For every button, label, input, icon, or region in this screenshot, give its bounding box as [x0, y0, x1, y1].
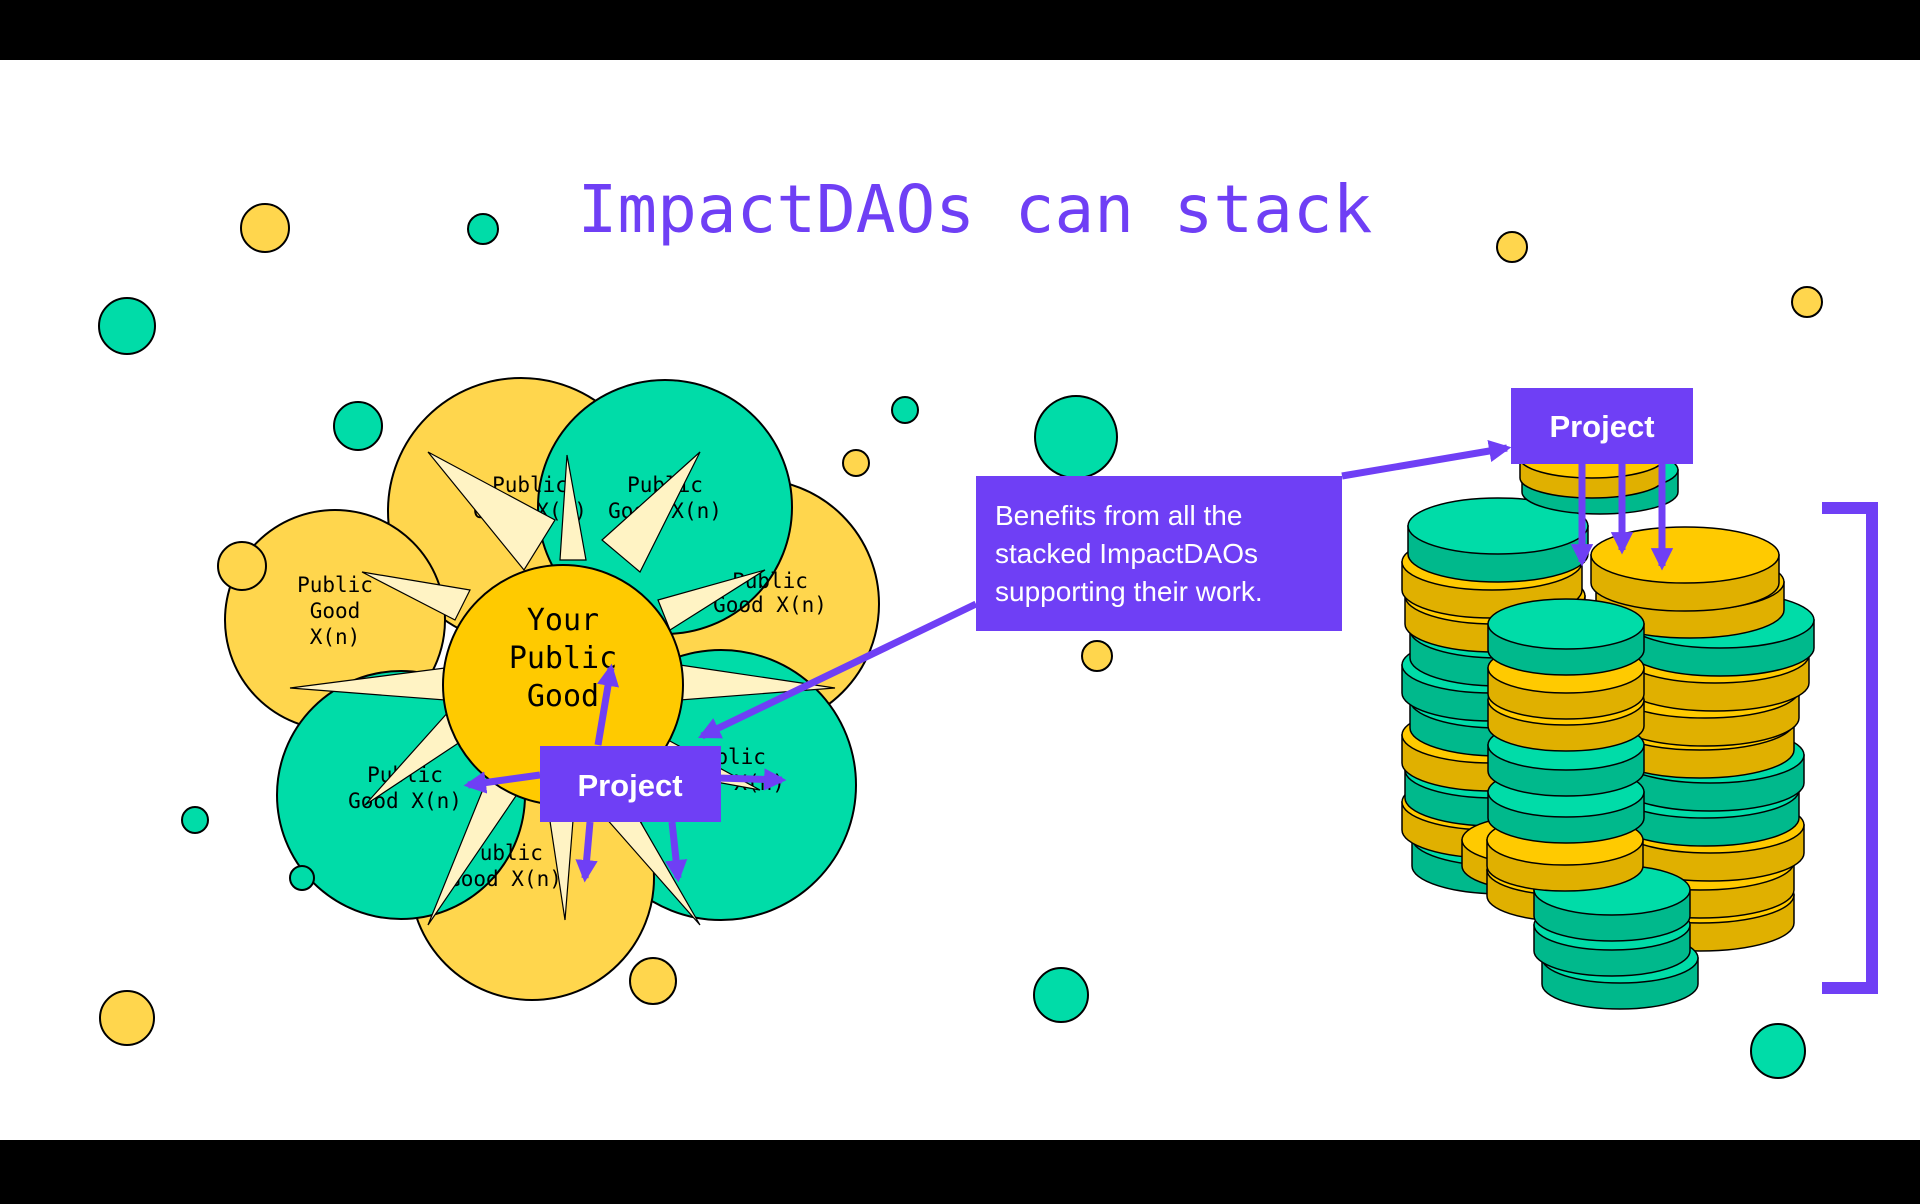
- flower-project-box: [540, 746, 721, 822]
- coin: [1407, 497, 1589, 583]
- decor-dot: [333, 401, 383, 451]
- top-letterbox-bar: [0, 0, 1920, 60]
- sun-ray: [601, 451, 701, 573]
- callout-to-stack-arrow: [1341, 439, 1512, 480]
- decor-dot: [1034, 395, 1118, 479]
- arrow-down: [664, 821, 688, 883]
- decor-dot: [629, 957, 677, 1005]
- decor-dot: [467, 213, 499, 245]
- sun-ray: [559, 454, 587, 561]
- sun-ray: [427, 451, 556, 572]
- flower-project-label: Project: [577, 768, 682, 803]
- callout-pointer: [697, 600, 978, 740]
- sun-ray: [657, 569, 766, 631]
- stack-bracket: [1822, 502, 1878, 994]
- stack-project-label: Project: [1549, 409, 1654, 444]
- decor-dot: [1750, 1023, 1806, 1079]
- stack-project-box: [1511, 388, 1693, 464]
- benefits-callout: Benefits from all the stacked ImpactDAOs…: [976, 439, 1512, 631]
- decor-dot: [1033, 967, 1089, 1023]
- decor-dot: [181, 806, 209, 834]
- public-good-flower: Public Good X(n) Public Good X(n) Public…: [217, 377, 978, 1001]
- callout-line: Benefits from all the: [995, 500, 1242, 531]
- arrow-left: [463, 771, 541, 794]
- coin: [1487, 598, 1645, 676]
- callout-box: [976, 476, 1342, 631]
- decor-dot: [1791, 286, 1823, 318]
- center-label: Public: [509, 641, 617, 676]
- decor-dot: [289, 865, 315, 891]
- decor-dot: [1496, 231, 1528, 263]
- arrow-up: [594, 663, 620, 746]
- flower-arrows: [463, 600, 978, 883]
- petal-label: Good X(n): [448, 867, 562, 891]
- decor-dot: [240, 203, 290, 253]
- petal-label: Good X(n): [713, 593, 827, 617]
- decor-dot: [98, 297, 156, 355]
- decor-dot: [891, 396, 919, 424]
- decor-dot: [842, 449, 870, 477]
- bottom-letterbox-bar: [0, 1140, 1920, 1200]
- decor-dot: [217, 541, 267, 591]
- slide-title: ImpactDAOs can stack: [578, 171, 1373, 248]
- decorative-dots: [98, 203, 1823, 1079]
- arrow-down: [575, 821, 598, 883]
- petal-label: X(n): [310, 625, 361, 649]
- arrow-right: [717, 768, 787, 791]
- sun-rays: [289, 451, 836, 926]
- center-label: Your: [527, 603, 599, 638]
- petal-label: Good X(n): [348, 789, 462, 813]
- callout-line: stacked ImpactDAOs: [995, 538, 1258, 569]
- stack-arrows: [1570, 462, 1674, 571]
- callout-line: supporting their work.: [995, 576, 1263, 607]
- petal-label: Public: [297, 573, 373, 597]
- decor-dot: [99, 990, 155, 1046]
- coin-stack: [1401, 437, 1815, 1010]
- center-label: Good: [527, 679, 599, 714]
- sun-ray: [361, 571, 471, 621]
- petal-label: Good: [310, 599, 361, 623]
- decor-dot: [1081, 640, 1113, 672]
